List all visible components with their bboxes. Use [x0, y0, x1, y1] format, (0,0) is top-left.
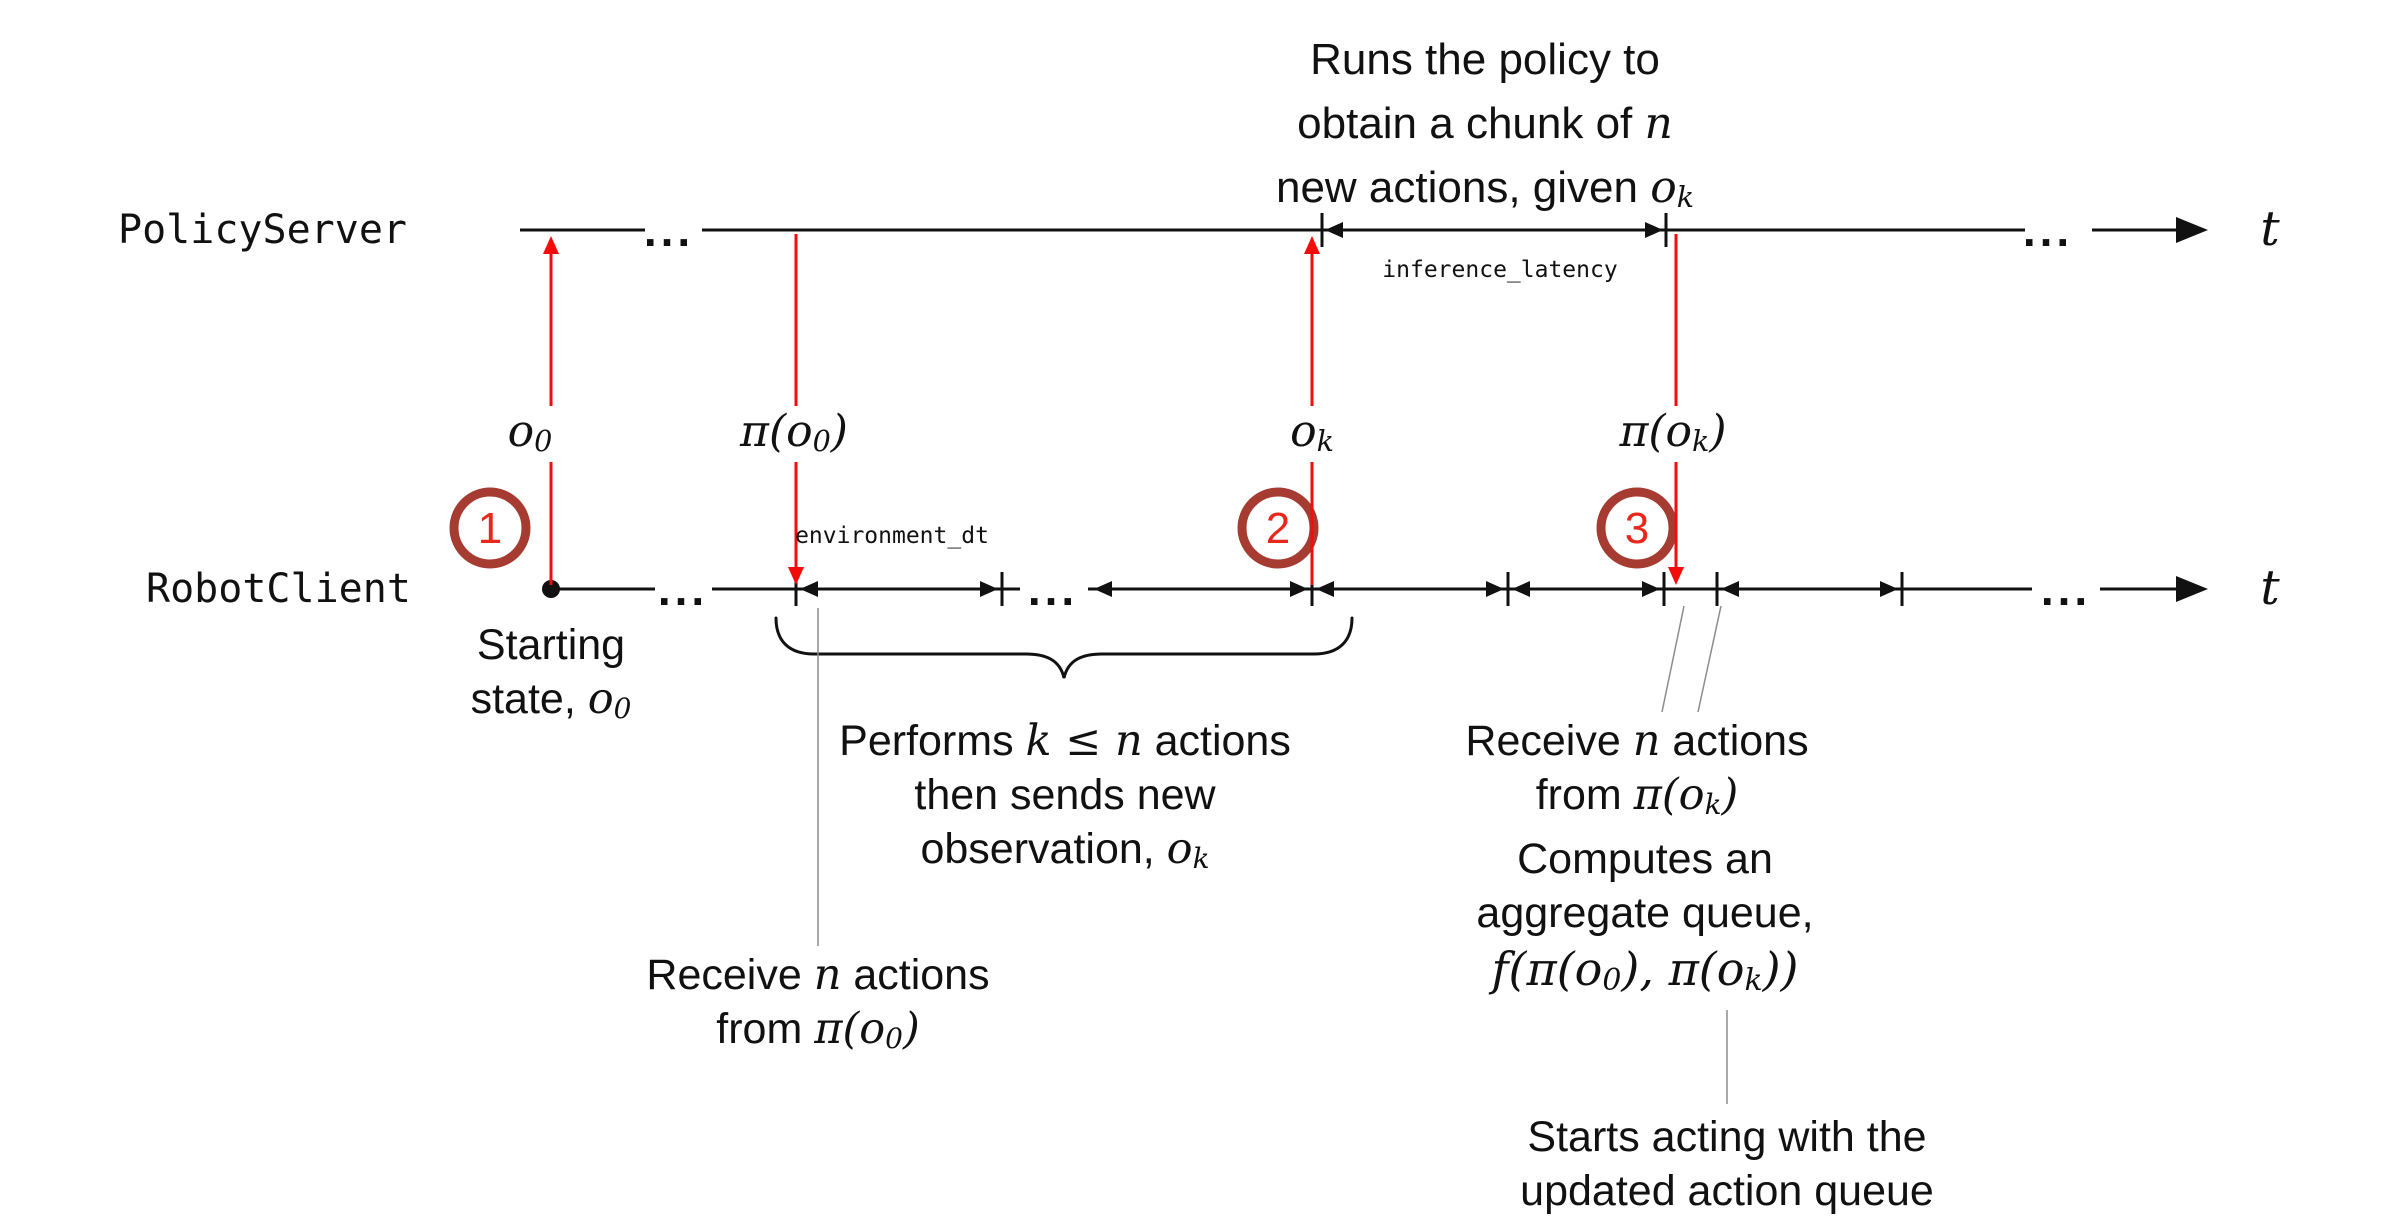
client-ellipsis-3: ...	[2040, 563, 2092, 615]
step-marker-3: 3	[1624, 504, 1650, 553]
starting-state-note: Starting state, o0	[470, 621, 632, 726]
step-marker-rings	[449, 487, 1678, 569]
receive-ok-note: Receive n actions from π(ok)	[1465, 716, 1809, 822]
starts-acting-note: Starts acting with the updated action qu…	[1520, 1113, 1934, 1215]
environment-dt-label: environment_dt	[795, 523, 989, 549]
performs-actions-note: Performs k ≤ n actions then sends new ob…	[839, 716, 1291, 876]
step-3-ring	[1596, 487, 1678, 569]
o0-arrow-label: o0	[501, 406, 559, 462]
client-time-axis-label: t	[2260, 560, 2280, 616]
latency-left-arrowhead-icon	[1325, 222, 1343, 238]
step-marker-2: 2	[1265, 504, 1291, 553]
inference-latency-label: inference_latency	[1382, 257, 1618, 283]
runs-policy-note-line2: obtain a chunk of n	[1297, 98, 1673, 149]
client-ellipsis-1: ...	[657, 563, 709, 615]
latency-right-arrowhead-icon	[1645, 222, 1663, 238]
step-marker-1: 1	[477, 504, 503, 553]
pi-o0-arrow-label: π(o0)	[734, 406, 854, 462]
performs-actions-underbrace	[774, 616, 1354, 679]
runs-policy-note-line3: new actions, given ok	[1275, 162, 1695, 215]
client-timeline	[542, 572, 2208, 606]
pi-o0-down-arrow	[788, 234, 804, 585]
server-ellipsis-2: ...	[2022, 204, 2074, 256]
client-axis-arrowhead-icon	[2176, 576, 2208, 602]
policy-server-label: PolicyServer	[118, 207, 407, 253]
client-ellipsis-2: ...	[1027, 563, 1079, 615]
aggregate-queue-formula: f(π(o0), π(ok))	[1491, 942, 1799, 999]
server-time-axis-label: t	[2260, 201, 2280, 257]
runs-policy-note: Runs the policy to obtain a chunk of n n…	[1276, 28, 1694, 224]
robot-client-label: RobotClient	[146, 566, 411, 612]
step-1-ring	[449, 487, 531, 569]
ok-arrow-label: ok	[1284, 406, 1340, 462]
callout-connector-lines	[817, 605, 1728, 1104]
step-2-ring	[1237, 487, 1319, 569]
pi-ok-down-arrow	[1668, 234, 1684, 585]
server-axis-arrowhead-icon	[2176, 217, 2208, 243]
start-dot	[542, 580, 560, 598]
computes-queue-note: Computes an aggregate queue, f(π(o0), π(…	[1476, 832, 1813, 1005]
runs-policy-note-line1: Runs the policy to	[1310, 35, 1660, 84]
pi-ok-arrow-label: π(ok)	[1613, 406, 1733, 462]
receive-o0-note: Receive n actions from π(o0)	[646, 950, 990, 1056]
server-ellipsis-1: ...	[643, 204, 695, 256]
server-timeline	[520, 213, 2208, 247]
